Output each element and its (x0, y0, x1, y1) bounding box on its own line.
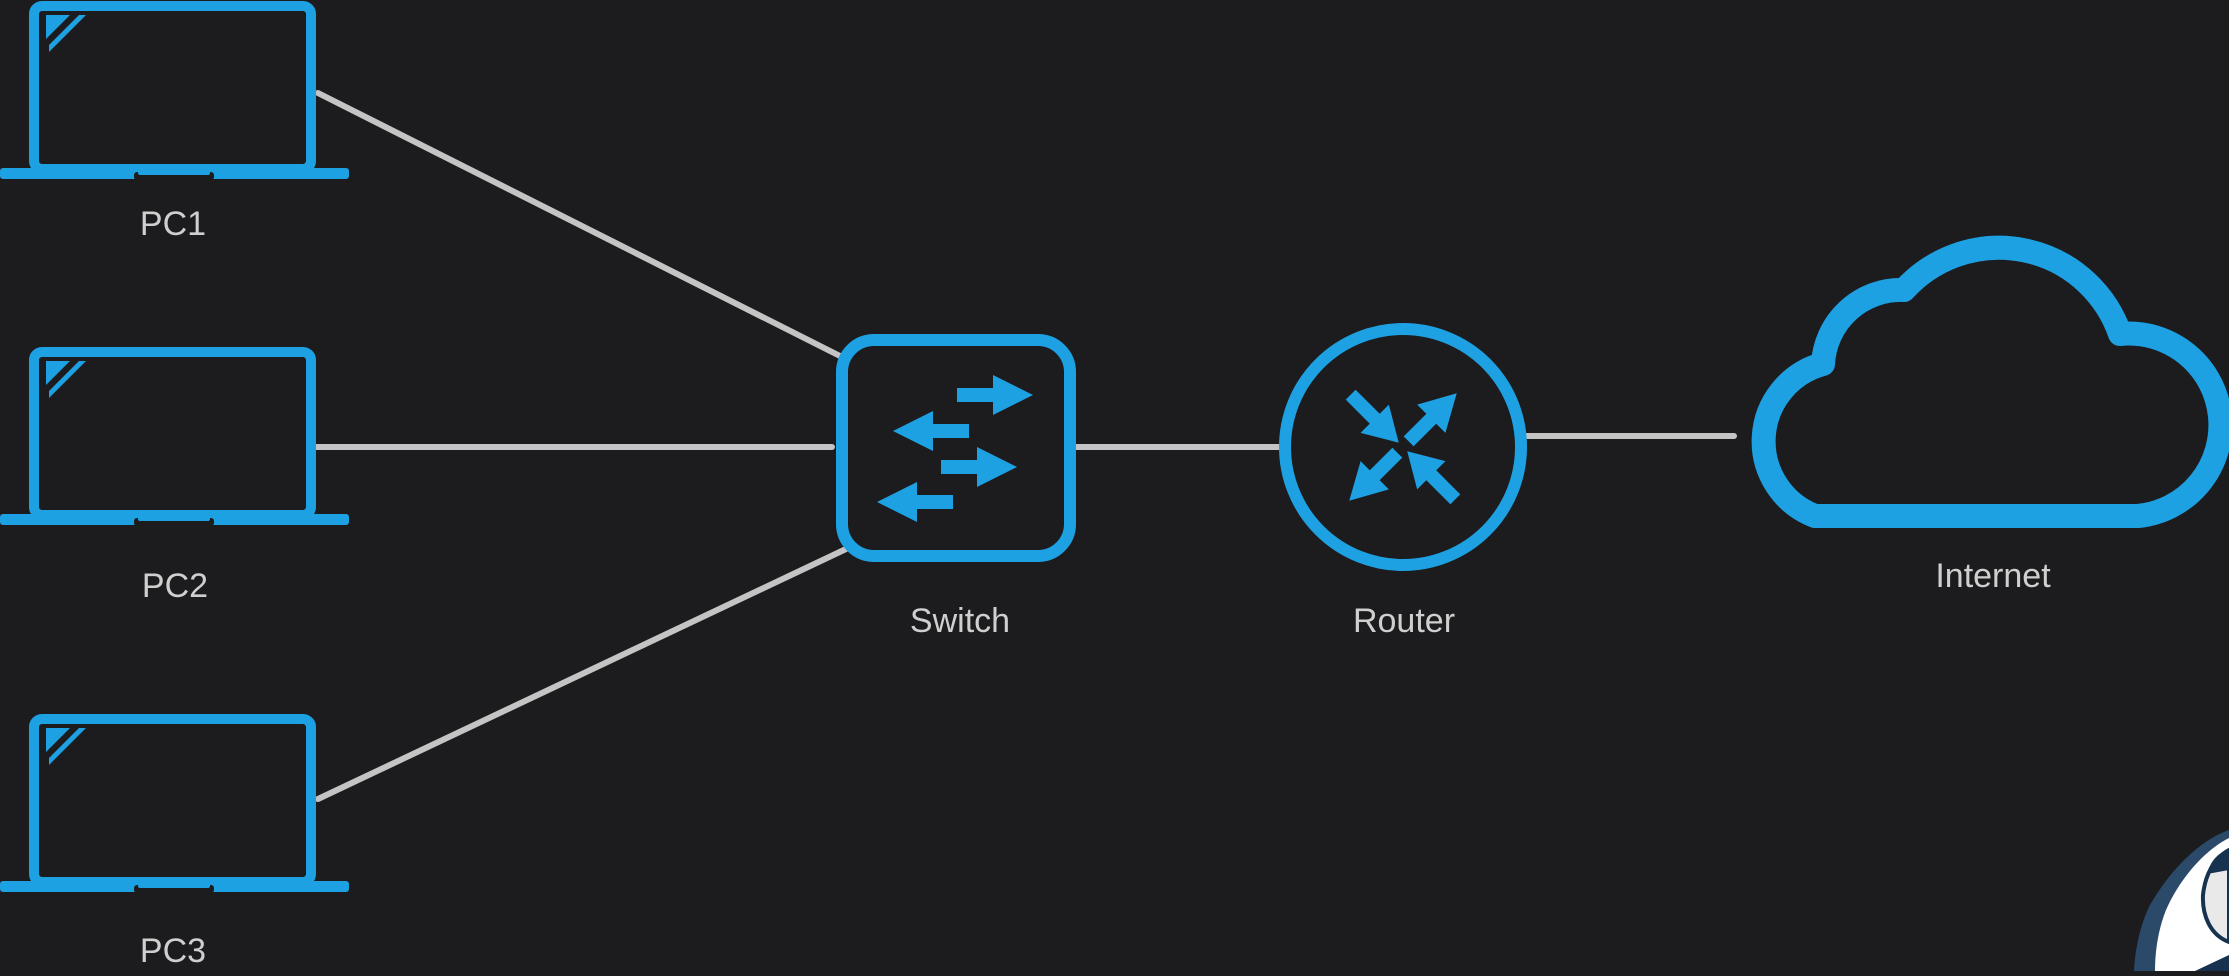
internet-node[interactable]: Internet (1751, 235, 2229, 595)
pc3-label: PC3 (140, 932, 206, 970)
laptop-icon (0, 6, 349, 180)
switch-label: Switch (910, 602, 1010, 640)
presenter-avatar-icon (2134, 830, 2229, 971)
router-node[interactable]: Router (1279, 323, 1527, 640)
link-pc1-switch (315, 90, 843, 359)
router-icon (1279, 323, 1527, 571)
internet-label: Internet (1935, 557, 2051, 595)
pc3-node[interactable]: PC3 (0, 719, 349, 970)
links (313, 90, 1737, 802)
switch-icon (836, 334, 1076, 562)
laptop-icon (0, 352, 349, 526)
pc2-node[interactable]: PC2 (0, 352, 349, 605)
pc1-node[interactable]: PC1 (0, 6, 349, 243)
pc1-label: PC1 (140, 205, 206, 243)
cloud-icon (1751, 235, 2229, 528)
router-label: Router (1353, 602, 1455, 640)
laptop-icon (0, 719, 349, 893)
pc2-label: PC2 (142, 567, 208, 605)
link-pc3-switch (315, 546, 849, 802)
switch-node[interactable]: Switch (836, 334, 1076, 640)
